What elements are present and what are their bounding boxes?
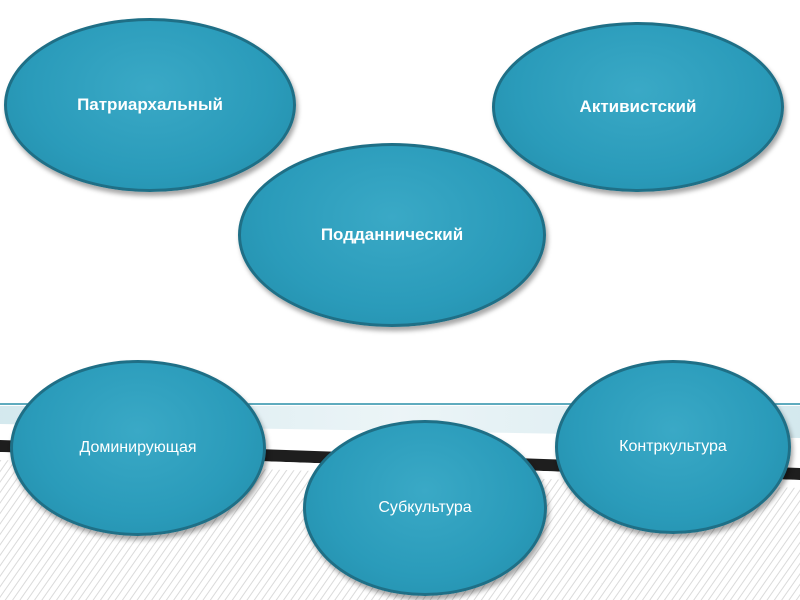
- node-label-patriarchal: Патриархальный: [77, 95, 223, 114]
- node-label-subject: Подданнический: [320, 225, 464, 244]
- node-dominant: Доминирующая: [10, 360, 266, 536]
- node-label-counterculture: Контркультура: [619, 438, 727, 455]
- node-label-dominant: Доминирующая: [79, 439, 197, 456]
- node-activist: Активистский: [492, 22, 784, 192]
- node-counterculture: Контркультура: [555, 360, 791, 534]
- node-subculture: Субкультура: [303, 420, 547, 596]
- node-label-subculture: Субкультура: [378, 499, 472, 516]
- node-label-activist: Активистский: [579, 97, 697, 116]
- node-patriarchal: Патриархальный: [4, 18, 296, 192]
- node-subject: Подданнический: [238, 143, 546, 327]
